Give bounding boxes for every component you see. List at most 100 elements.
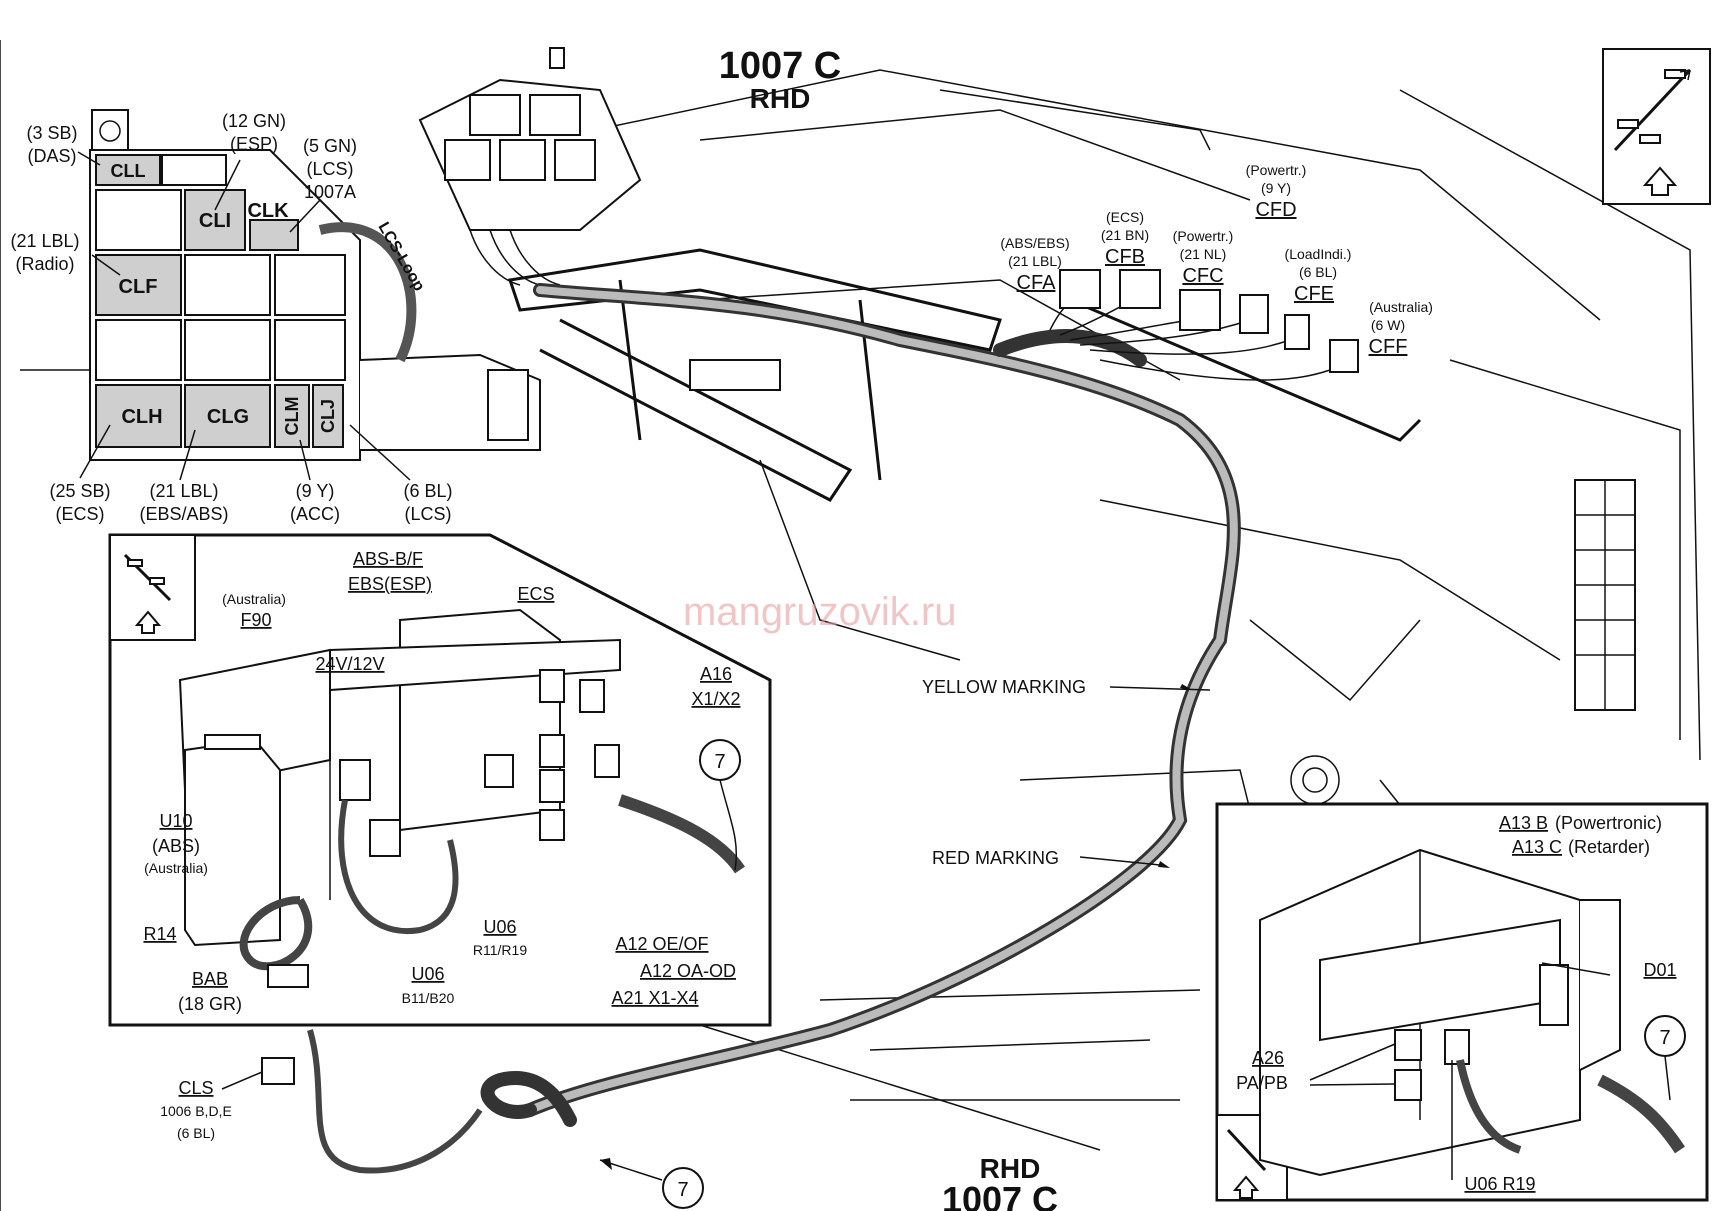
left-ref7: 7 bbox=[714, 751, 725, 773]
title-bottom: 1007 C bbox=[942, 1179, 1058, 1211]
bottom-ref7: 7 bbox=[677, 1179, 688, 1201]
cfe-connector bbox=[1284, 314, 1310, 350]
v24-12-label: 24V/12V bbox=[315, 654, 384, 674]
clm-callout-a: (9 Y) bbox=[296, 481, 335, 501]
u06-r11-label: U06 bbox=[483, 917, 516, 937]
cfe-note-a: (LoadIndi.) bbox=[1285, 246, 1352, 262]
clk-callout-b: (LCS) bbox=[306, 159, 353, 179]
a13c-note: (Retarder) bbox=[1568, 837, 1650, 857]
title-top: 1007 C bbox=[719, 45, 842, 87]
ref7-bottom-callout bbox=[599, 1158, 704, 1209]
cfe-note-b: (6 BL) bbox=[1299, 264, 1337, 280]
u06-r11-sub-label: R11/R19 bbox=[473, 942, 527, 958]
fuse-clf bbox=[95, 254, 182, 316]
fuse-clj bbox=[312, 384, 344, 448]
cfb-note-b: (21 BN) bbox=[1101, 227, 1149, 243]
fuse-box bbox=[20, 109, 541, 461]
u10-label: U10 bbox=[159, 811, 192, 831]
cff-note-b: (6 W) bbox=[1371, 317, 1405, 333]
u06-b11-label: U06 bbox=[411, 964, 444, 984]
fuse-clg-label: CLG bbox=[207, 406, 249, 428]
cfa-note-a: (ABS/EBS) bbox=[1000, 235, 1069, 251]
fuse-cll bbox=[95, 154, 161, 186]
callout-leaders bbox=[77, 151, 1211, 866]
u06-r19-label: U06 R19 bbox=[1464, 1174, 1535, 1194]
clg-callout-b: (EBS/ABS) bbox=[139, 504, 228, 524]
side-panel-grid bbox=[1574, 479, 1636, 711]
bab-sub-label: (18 GR) bbox=[178, 994, 242, 1014]
clh-callout-a: (25 SB) bbox=[49, 481, 110, 501]
a12-oa-label: A12 OA-OD bbox=[640, 961, 736, 981]
cfd-connector bbox=[1239, 294, 1269, 334]
clh-callout-b: (ECS) bbox=[56, 504, 105, 524]
relay-cluster bbox=[418, 47, 642, 286]
clm-callout-b: (ACC) bbox=[290, 504, 340, 524]
fuse-cli-label: CLI bbox=[199, 210, 231, 232]
red-marking-label: RED MARKING bbox=[932, 848, 1059, 868]
clj-callout-b: (LCS) bbox=[404, 504, 451, 524]
u10-abs-label: (ABS) bbox=[152, 836, 200, 856]
yellow-arrow bbox=[1180, 684, 1192, 690]
a26-label: A26 bbox=[1252, 1048, 1284, 1068]
a21-label: A21 X1-X4 bbox=[611, 988, 698, 1008]
subtitle-bottom: RHD bbox=[980, 1153, 1041, 1184]
cli-callout-b: (ESP) bbox=[230, 134, 278, 154]
cfd-label: CFD bbox=[1255, 199, 1296, 221]
cfd-note-a: (Powertr.) bbox=[1246, 162, 1307, 178]
fuse-clm-label: CLM bbox=[282, 397, 302, 436]
fuse-cll-label: CLL bbox=[111, 161, 146, 181]
cfb-connector bbox=[1119, 269, 1161, 309]
cll-callout-a: (3 SB) bbox=[26, 123, 77, 143]
lcs-loop-label: LCS-Loop bbox=[375, 220, 428, 295]
f90-note: (Australia) bbox=[222, 591, 286, 607]
fuse-clh bbox=[95, 384, 182, 448]
cfa-connector bbox=[1059, 269, 1101, 309]
cfb-label: CFB bbox=[1105, 246, 1145, 268]
r14-label: R14 bbox=[143, 924, 176, 944]
subtitle-top: RHD bbox=[750, 83, 811, 114]
clf-callout-b: (Radio) bbox=[15, 254, 74, 274]
clj-callout-a: (6 BL) bbox=[403, 481, 452, 501]
cfb-note-a: (ECS) bbox=[1106, 209, 1144, 225]
cls-line2: 1006 B,D,E bbox=[160, 1103, 232, 1119]
fuse-clj-label: CLJ bbox=[318, 399, 338, 433]
cls-line3: (6 BL) bbox=[177, 1125, 215, 1141]
clg-callout-a: (21 LBL) bbox=[149, 481, 218, 501]
right-ref7: 7 bbox=[1659, 1027, 1670, 1049]
clk-callout-c: 1007A bbox=[304, 182, 356, 202]
cli-callout-a: (12 GN) bbox=[222, 111, 286, 131]
cff-connector bbox=[1329, 339, 1359, 373]
cfa-label: CFA bbox=[1017, 272, 1057, 294]
a12-oe-label: A12 OE/OF bbox=[615, 934, 708, 954]
a13b-note: (Powertronic) bbox=[1555, 813, 1662, 833]
ecs-label: ECS bbox=[517, 584, 554, 604]
orientation-icon bbox=[1602, 48, 1711, 205]
cff-label: CFF bbox=[1369, 336, 1408, 358]
yellow-marking-label: YELLOW MARKING bbox=[922, 677, 1086, 697]
cls-label: CLS bbox=[178, 1078, 213, 1098]
fuse-clm bbox=[274, 384, 310, 448]
watermark: mangruzovik.ru bbox=[683, 590, 956, 634]
fuse-clk bbox=[249, 219, 299, 251]
a16-label: A16 bbox=[700, 664, 732, 684]
ebs-esp-label: EBS(ESP) bbox=[348, 574, 432, 594]
right-inset bbox=[1215, 802, 1709, 1202]
a13c-label: A13 C bbox=[1512, 837, 1562, 857]
cfc-note-b: (21 NL) bbox=[1180, 246, 1227, 262]
fuse-clh-label: CLH bbox=[121, 406, 162, 428]
clk-callout-a: (5 GN) bbox=[303, 136, 357, 156]
clf-callout-a: (21 LBL) bbox=[10, 231, 79, 251]
a16-x-label: X1/X2 bbox=[691, 689, 740, 709]
cfc-note-a: (Powertr.) bbox=[1173, 228, 1234, 244]
cfd-note-b: (9 Y) bbox=[1261, 180, 1291, 196]
a13b-label: A13 B bbox=[1499, 813, 1548, 833]
fuse-clf-label: CLF bbox=[119, 276, 158, 298]
frame-bracket bbox=[508, 248, 1422, 502]
u06-b11-sub-label: B11/B20 bbox=[402, 990, 455, 1006]
a26-sub-label: PA/PB bbox=[1236, 1073, 1288, 1093]
cfc-connector bbox=[1179, 289, 1221, 331]
fuse-clk-label: CLK bbox=[247, 200, 289, 222]
f90-label: F90 bbox=[240, 610, 271, 630]
cfa-note-b: (21 LBL) bbox=[1008, 253, 1062, 269]
